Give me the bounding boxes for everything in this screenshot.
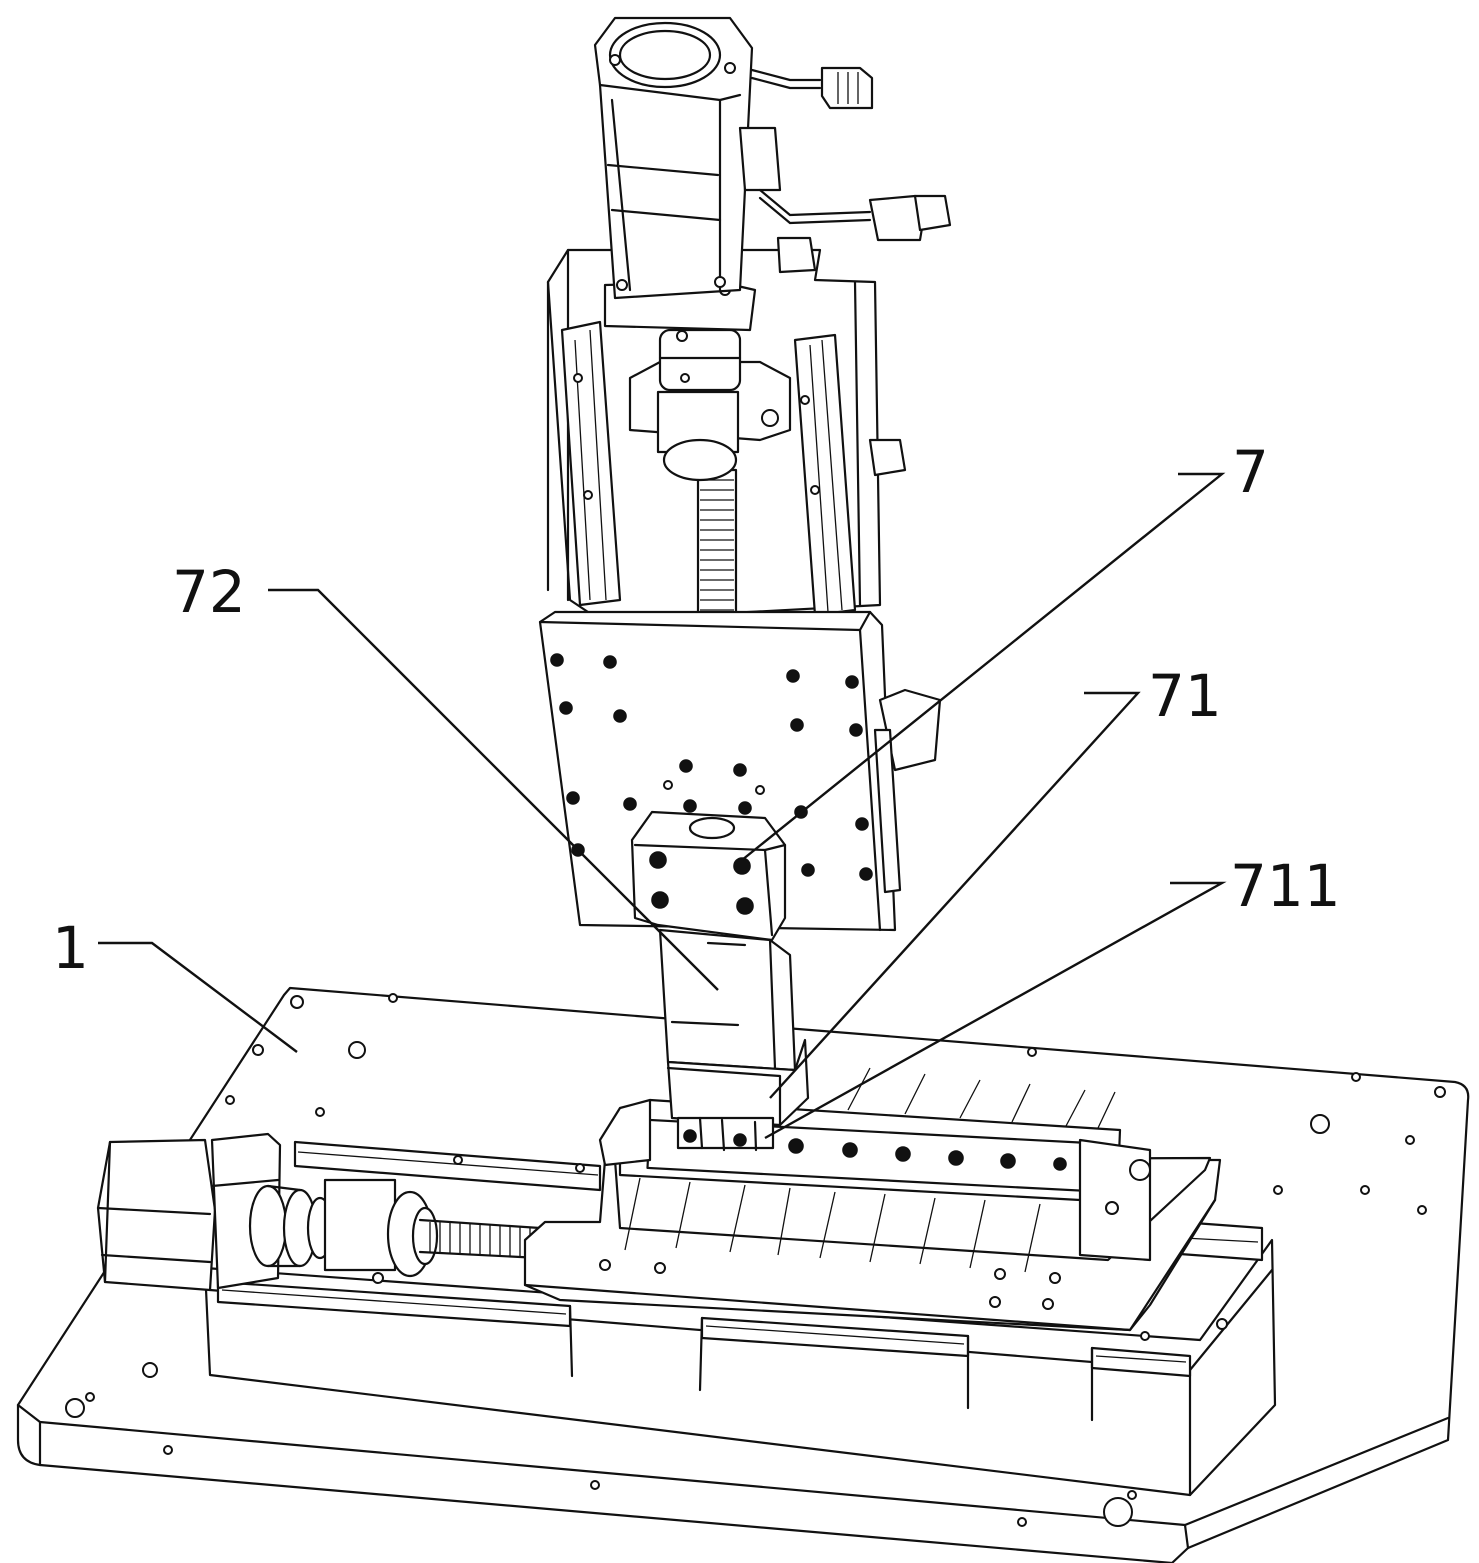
z-carriage-plate <box>538 610 942 932</box>
callout-7: 7 <box>1232 438 1269 506</box>
leader-72 <box>268 588 719 991</box>
callout-71: 71 <box>1148 662 1222 730</box>
callout-leaders <box>98 472 1227 1140</box>
x-carriage <box>523 1067 1222 1332</box>
x-axis-motor <box>96 1132 542 1292</box>
press-head <box>630 810 810 1152</box>
leader-7 <box>741 472 1226 861</box>
callout-711: 711 <box>1230 852 1341 920</box>
callout-labels: 1 7 71 711 72 <box>52 438 1341 982</box>
z-axis-column <box>546 236 907 632</box>
x-axis-assembly <box>203 1140 1277 1497</box>
leader-71 <box>769 691 1141 1099</box>
callout-1: 1 <box>52 914 89 982</box>
leader-1 <box>98 941 298 1053</box>
z-axis-motor <box>593 16 952 300</box>
leader-711 <box>764 881 1227 1140</box>
callout-72: 72 <box>172 558 246 626</box>
